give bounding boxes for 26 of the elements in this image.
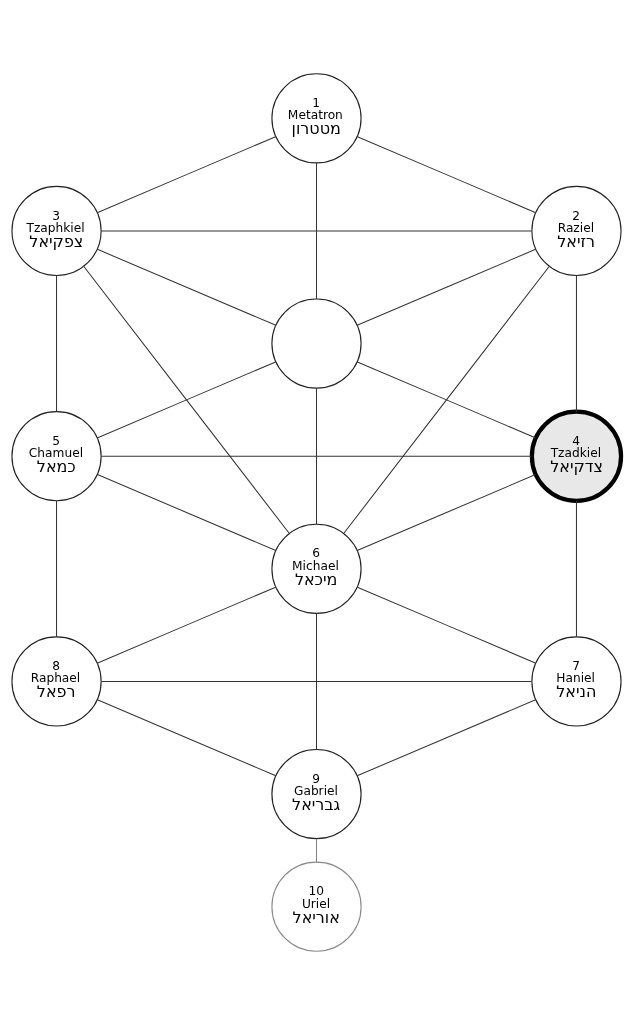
connector bbox=[100, 680, 532, 682]
connector bbox=[83, 265, 290, 534]
connector bbox=[316, 387, 317, 525]
connector bbox=[316, 612, 317, 750]
connector bbox=[343, 265, 550, 534]
connector bbox=[56, 274, 58, 412]
connector bbox=[356, 586, 537, 664]
node-circle bbox=[271, 297, 362, 389]
connector bbox=[96, 698, 277, 776]
connector bbox=[356, 135, 537, 213]
connector bbox=[356, 248, 537, 326]
connector bbox=[96, 135, 277, 213]
connector bbox=[56, 499, 58, 637]
connector bbox=[575, 499, 577, 637]
connector bbox=[356, 473, 537, 551]
connector bbox=[96, 248, 277, 326]
connector bbox=[356, 360, 537, 438]
connector bbox=[96, 360, 277, 438]
connector bbox=[316, 162, 317, 299]
connector bbox=[356, 698, 537, 776]
connector bbox=[100, 455, 532, 457]
connector bbox=[575, 274, 577, 412]
connector bbox=[100, 229, 532, 231]
connector bbox=[96, 473, 277, 551]
connector bbox=[316, 837, 317, 862]
connector bbox=[96, 586, 277, 664]
